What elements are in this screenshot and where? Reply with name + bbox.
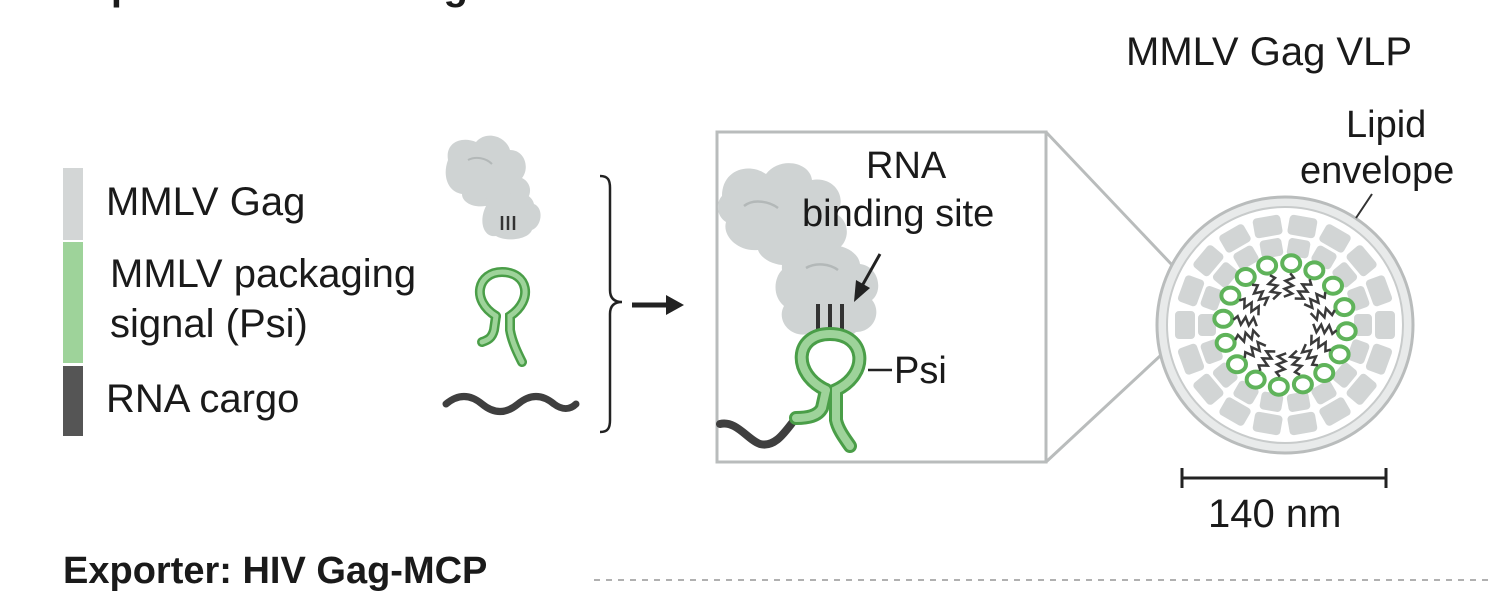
- scale-bar-label: 140 nm: [1208, 492, 1342, 536]
- vlp-gag-subunit: [1210, 260, 1240, 290]
- vlp-gag-subunit: [1285, 212, 1320, 241]
- vlp-rna-strand: [1309, 334, 1332, 353]
- exporter-section-title: Exporter: HIV Gag-MCP: [63, 550, 488, 592]
- assembly-arrow: [632, 295, 684, 315]
- vlp-psi-ring: [1214, 332, 1237, 353]
- envelope-label-line1: Lipid: [1346, 104, 1427, 146]
- vlp-psi-ring: [1280, 253, 1303, 274]
- vlp-rna-strand: [1251, 283, 1271, 307]
- vlp-gag-subunit: [1231, 243, 1261, 272]
- envelope-label-line2: envelope: [1300, 150, 1455, 192]
- vlp-gag-subunit: [1191, 243, 1226, 279]
- scale-bar: [1180, 468, 1388, 488]
- vlp-gag-subunit: [1345, 337, 1372, 366]
- gag-protein-zoomed: [717, 163, 879, 340]
- psi-hairpin-zoomed: [789, 326, 867, 453]
- vlp-psi-ring: [1321, 275, 1344, 296]
- vlp-psi-ring: [1333, 297, 1356, 318]
- grouping-brace: [599, 174, 623, 434]
- vlp-psi-ring: [1244, 369, 1267, 390]
- vlp-rna-strand: [1281, 272, 1296, 298]
- rna-cargo-wave-icon: [442, 393, 580, 415]
- vlp-psi-ring: [1303, 260, 1326, 281]
- vlp-psi-ring: [1328, 344, 1351, 365]
- vlp-gag-subunit: [1198, 284, 1225, 313]
- vlp-rna-strand: [1232, 314, 1258, 329]
- legend-bar-cargo: [63, 366, 83, 436]
- vlp-rna-strand: [1274, 352, 1289, 378]
- vlp-psi-ring: [1313, 362, 1336, 383]
- vlp-psi-ring: [1219, 285, 1242, 306]
- vlp-title: MMLV Gag VLP: [1126, 30, 1413, 74]
- vlp-rna-strand: [1257, 349, 1276, 372]
- vlp-rna-strand: [1238, 297, 1261, 316]
- vlp-rna-strand: [1309, 305, 1336, 323]
- binding-site-label-line1: RNA: [866, 145, 947, 187]
- vlp-psi-ring: [1212, 308, 1235, 329]
- psi-label: Psi: [894, 350, 947, 392]
- legend-label-gag: MMLV Gag: [106, 180, 306, 224]
- psi-hairpin-icon: [474, 266, 531, 367]
- vlp-gag-subunit: [1191, 371, 1226, 407]
- vlp-psi-ring: [1267, 376, 1290, 397]
- rna-cargo-zoomed: [716, 414, 800, 449]
- vlp-gag-subunit: [1344, 371, 1379, 407]
- vlp-particle: [1155, 195, 1415, 455]
- vlp-gag-subunit: [1373, 309, 1397, 341]
- vlp-psi-ring: [1335, 321, 1358, 342]
- vlp-psi-ring: [1291, 374, 1314, 395]
- legend-bar-psi: [63, 242, 83, 363]
- vlp-gag-subunit: [1250, 409, 1285, 438]
- legend-label-psi-line1: MMLV packaging: [110, 252, 417, 296]
- legend-label-psi-line2: signal (Psi): [110, 302, 308, 346]
- binding-site-pointer: [854, 253, 882, 302]
- vlp-gag-subunit: [1309, 378, 1339, 407]
- envelope-pointer: [1355, 193, 1373, 219]
- vlp-rna-strand: [1312, 321, 1338, 336]
- zoom-line-top: [1044, 130, 1194, 288]
- vlp-psi-ring: [1234, 267, 1257, 288]
- vlp-gag-subunit: [1173, 309, 1197, 341]
- binding-site-label-line2: binding site: [802, 193, 995, 235]
- vlp-rna-strand: [1294, 278, 1313, 301]
- vlp-rna-strand: [1287, 349, 1305, 376]
- vlp-rna-strand: [1299, 343, 1319, 367]
- legend-bar-gag: [63, 168, 83, 240]
- vlp-rna-strand: [1243, 339, 1267, 359]
- vlp-gag-subunit: [1250, 212, 1285, 241]
- vlp-rna-strand: [1303, 291, 1327, 311]
- vlp-gag-subunit: [1330, 360, 1360, 390]
- gag-protein-icon: [445, 135, 541, 240]
- vlp-psi-ring: [1256, 255, 1279, 276]
- vlp-psi-ring: [1226, 354, 1249, 375]
- section-title-top: Expected: MMLV Gag: [62, 0, 468, 9]
- vlp-rna-strand: [1265, 274, 1283, 301]
- legend-label-cargo: RNA cargo: [106, 377, 300, 421]
- vlp-gag-subunit: [1344, 243, 1379, 279]
- vlp-gag-subunit: [1285, 409, 1320, 438]
- vlp-rna-strand: [1234, 327, 1261, 345]
